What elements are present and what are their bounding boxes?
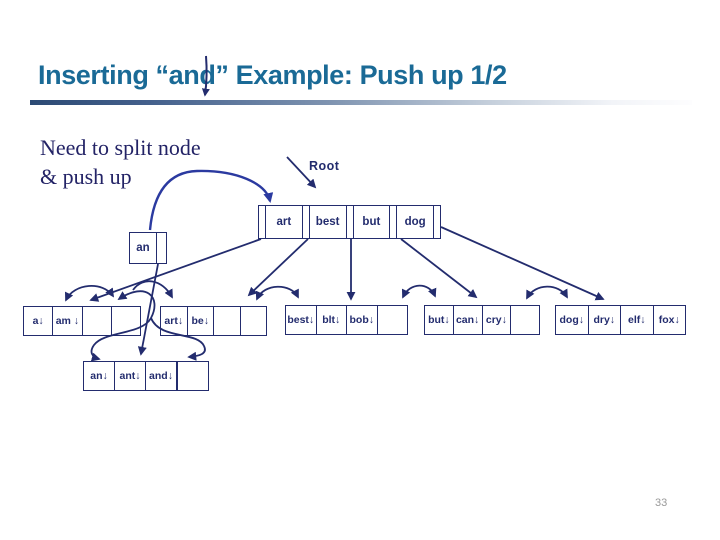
leaf-cell (241, 307, 267, 335)
page-title: Inserting “an d” Example: Push up 1/2 (38, 55, 507, 97)
leaf-cell: fox↓ (654, 306, 686, 334)
note-text: Need to split node & push up (40, 133, 201, 191)
sibling-arc-leaf1 (65, 285, 115, 302)
leaf-cell: but↓ (425, 306, 454, 334)
leaf-node-3: best↓ blt↓ bob↓ (285, 305, 408, 335)
title-text-right: d” Example: Push up 1/2 (199, 60, 507, 90)
edge-root-to-leaf4 (400, 238, 478, 299)
cell-label: elf↓ (627, 314, 646, 326)
edge-an-to-bottom-node (137, 263, 159, 356)
root-key-art: art (266, 206, 303, 238)
cell-label: be↓ (191, 315, 209, 327)
leaf-cell: an↓ (84, 362, 115, 390)
cell-label: blt↓ (322, 314, 341, 326)
root-label: Root (309, 159, 340, 173)
split-hook-to-leaf2 (132, 280, 173, 299)
pointer-slot (390, 206, 398, 238)
an-node: an (129, 232, 167, 264)
leaf-node-5: dog↓ dry↓ elf↓ fox↓ (555, 305, 686, 335)
leaf-cell: best↓ (286, 306, 317, 334)
leaf-cell: dry↓ (589, 306, 621, 334)
cell-label: dog↓ (559, 314, 585, 326)
sibling-arc-leaf3-leaf4 (401, 284, 437, 299)
page-number: 33 (655, 497, 668, 509)
leaf-cell: art↓ (161, 307, 188, 335)
cell-label: cry↓ (485, 314, 507, 326)
leaf-cell: blt↓ (317, 306, 347, 334)
cell-label: best (315, 216, 340, 228)
bottom-node: an↓ ant↓ and↓ (83, 361, 209, 391)
pointer-slot (259, 206, 266, 238)
root-key-but: but (354, 206, 391, 238)
root-key-dog: dog (397, 206, 434, 238)
edge-root-to-leaf2 (247, 238, 309, 297)
leaf-cell (112, 307, 140, 335)
leaf-node-4: but↓ can↓ cry↓ (424, 305, 540, 335)
leaf-cell (178, 362, 208, 390)
leaf-cell: and↓ (146, 362, 178, 390)
edge-root-to-leaf1 (89, 238, 262, 302)
title-underline (30, 100, 692, 105)
sibling-arc-leaf2-leaf3 (255, 285, 299, 301)
pointer-slot (434, 206, 440, 238)
pointer-slot (347, 206, 354, 238)
leaf-node-1: a↓ am ↓ (23, 306, 141, 336)
leaf-cell: ant↓ (115, 362, 146, 390)
cell-label: art↓ (164, 315, 184, 327)
leaf-cell: a↓ (24, 307, 54, 335)
cell-label: an↓ (90, 370, 108, 382)
sibling-arc-leaf4-leaf5 (526, 285, 568, 300)
cell-label: but (362, 216, 381, 228)
leaf-node-2: art↓ be↓ (160, 306, 267, 336)
leaf-cell (214, 307, 241, 335)
cell-label: an (136, 242, 150, 254)
an-node-key: an (130, 233, 157, 263)
leaf-cell: can↓ (454, 306, 483, 334)
cell-label: best↓ (287, 314, 315, 326)
root-key-best: best (310, 206, 347, 238)
cell-label: can↓ (455, 314, 480, 326)
cell-label: am ↓ (55, 315, 80, 327)
leaf-cell (378, 306, 408, 334)
title-text-left: Inserting “an (38, 60, 200, 90)
pointer-slot (303, 206, 310, 238)
cell-label: dog (404, 216, 426, 228)
cell-label: dry↓ (593, 314, 616, 326)
cell-label: ant↓ (119, 370, 141, 382)
leaf-cell (83, 307, 112, 335)
note-line-1: Need to split node (40, 135, 201, 160)
cell-label: but↓ (428, 314, 450, 326)
root-node: art best but dog (258, 205, 441, 239)
note-line-2: & push up (40, 164, 132, 189)
leaf-cell: dog↓ (556, 306, 589, 334)
cell-label: and↓ (149, 370, 173, 382)
leaf-cell (511, 306, 539, 334)
pointer-slot (157, 233, 166, 263)
edge-root-to-leaf5 (440, 226, 605, 301)
cell-label: bob↓ (349, 314, 375, 326)
leaf-cell: bob↓ (347, 306, 378, 334)
leaf-cell: be↓ (188, 307, 214, 335)
leaf-cell: am ↓ (53, 307, 83, 335)
cell-label: a↓ (32, 315, 44, 327)
leaf-cell: cry↓ (483, 306, 512, 334)
cell-label: fox↓ (658, 314, 680, 326)
leaf-cell: elf↓ (621, 306, 654, 334)
cell-label: art (276, 216, 292, 228)
